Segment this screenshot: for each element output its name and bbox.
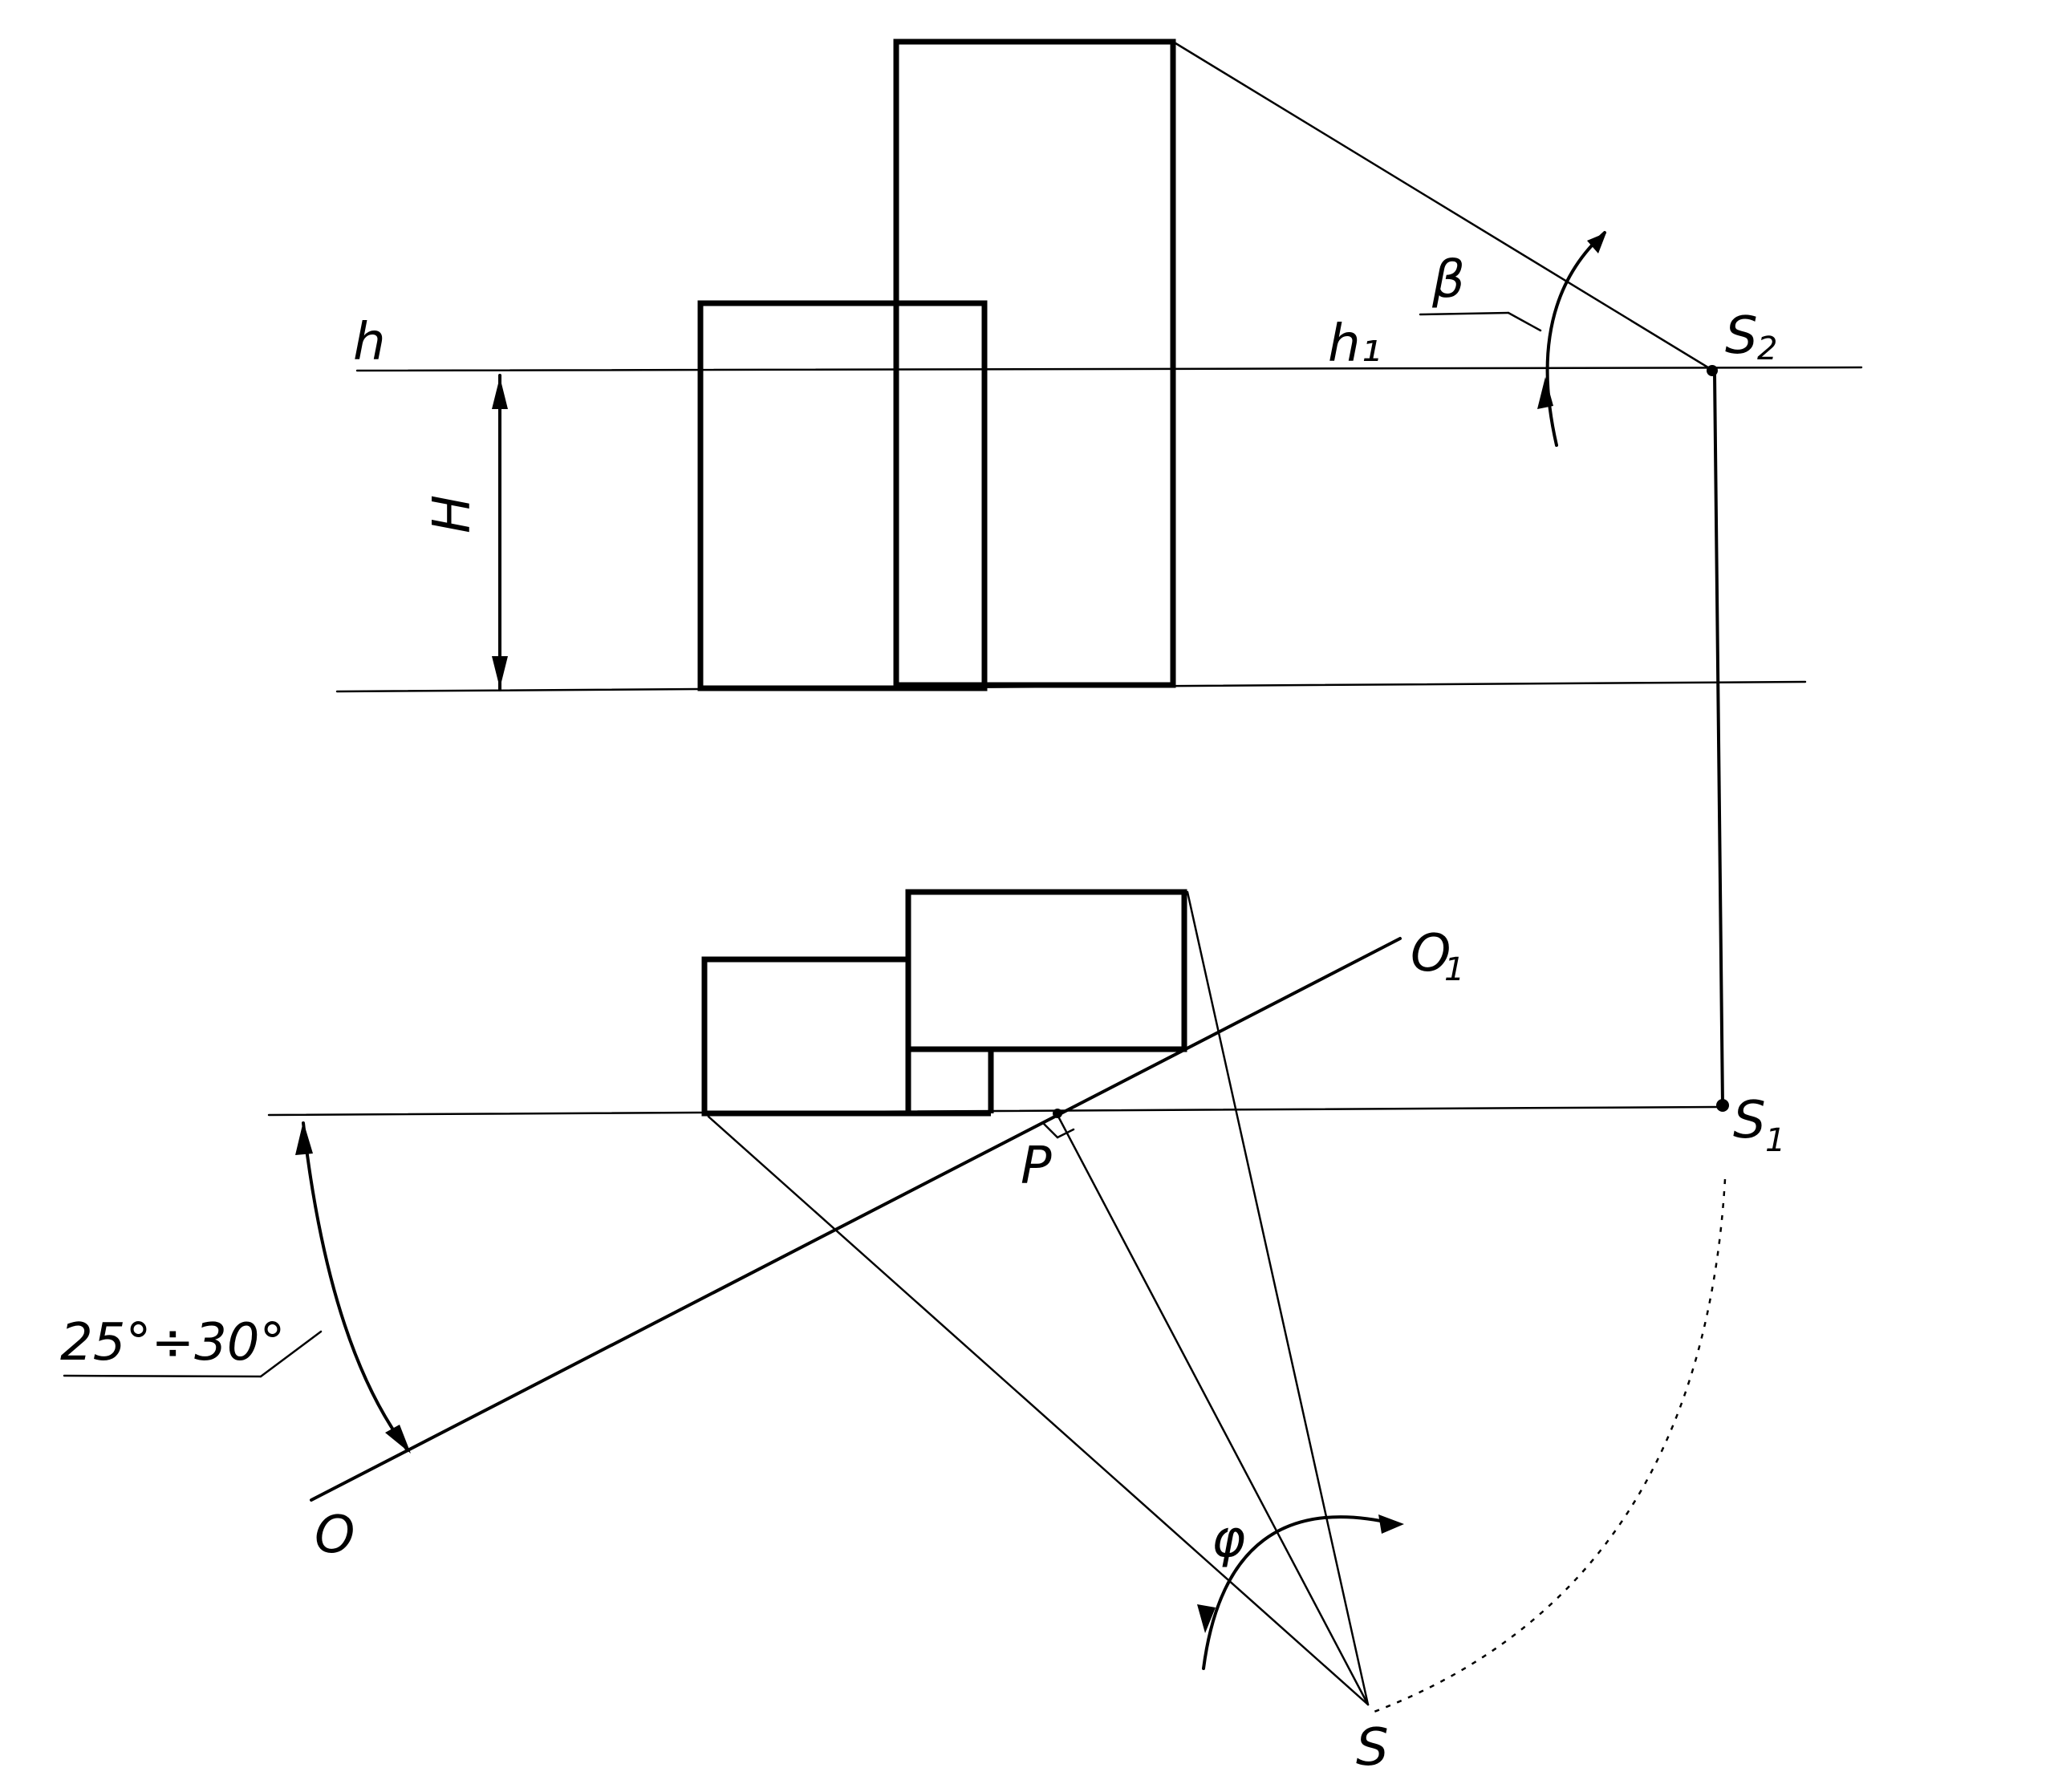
phi-angle-arc bbox=[1202, 1515, 1398, 1670]
point-p bbox=[1053, 1109, 1062, 1118]
label-s2: S bbox=[1725, 306, 1758, 366]
beta-arc-arrow-top bbox=[1587, 233, 1606, 253]
label-h1: h₁ bbox=[1328, 314, 1381, 374]
axis-o-o1 bbox=[310, 937, 1402, 1502]
beta-arc-arrow-bottom bbox=[1537, 377, 1553, 409]
phi-arc-arrow-left bbox=[1197, 1604, 1216, 1633]
point-s2 bbox=[1707, 365, 1718, 376]
label-o1-sub: 1 bbox=[1444, 951, 1464, 988]
phi-arc-arrow-right bbox=[1378, 1514, 1404, 1534]
inclination-arrow-bottom bbox=[385, 1425, 411, 1453]
right-angle-mark-a bbox=[1041, 1121, 1059, 1139]
label-p: P bbox=[1021, 1137, 1052, 1196]
label-h: h bbox=[353, 313, 386, 372]
label-o1: O bbox=[1411, 924, 1451, 983]
plan-view: O 1 S 1 P 25°÷30° O φ S bbox=[60, 889, 1785, 1778]
right-angle-mark-b bbox=[1056, 1128, 1075, 1139]
ray-s-short-block bbox=[707, 1115, 1370, 1706]
label-o: O bbox=[315, 1506, 355, 1565]
beta-leader-tick bbox=[1507, 311, 1542, 332]
height-arrow-up bbox=[492, 377, 508, 409]
ray-s-tall-block bbox=[1186, 890, 1370, 1706]
beta-angle-arc bbox=[1545, 231, 1606, 447]
tall-block-plan bbox=[905, 889, 1187, 1052]
inclination-angle-arc bbox=[302, 1121, 409, 1452]
label-s1-sub: 1 bbox=[1765, 1122, 1785, 1159]
inclination-arrow-top bbox=[295, 1121, 313, 1155]
elevation-view: h h₁ β S 2 H bbox=[335, 39, 1863, 1107]
point-s1 bbox=[1716, 1099, 1729, 1112]
label-inclination-angle: 25°÷30° bbox=[60, 1313, 286, 1372]
short-block-plan bbox=[701, 956, 911, 1117]
label-s: S bbox=[1356, 1718, 1389, 1778]
vertical-link-s2-s1 bbox=[1713, 371, 1724, 1107]
label-beta: β bbox=[1431, 250, 1465, 310]
rotation-arc-s1-to-s bbox=[1371, 1178, 1727, 1714]
label-s2-sub: 2 bbox=[1757, 330, 1777, 367]
label-height-H: H bbox=[423, 495, 482, 533]
label-phi: φ bbox=[1212, 1510, 1245, 1569]
tall-block-elevation bbox=[893, 39, 1176, 688]
angle-leader-slant bbox=[259, 1330, 323, 1378]
short-block-elevation bbox=[697, 300, 988, 691]
label-s1: S bbox=[1733, 1091, 1766, 1150]
ray-s-p bbox=[1056, 1113, 1370, 1706]
beta-leader-line bbox=[1419, 311, 1510, 316]
ray-to-s2 bbox=[1171, 40, 1712, 371]
horizon-line bbox=[355, 366, 1863, 372]
height-arrow-down bbox=[492, 656, 508, 688]
